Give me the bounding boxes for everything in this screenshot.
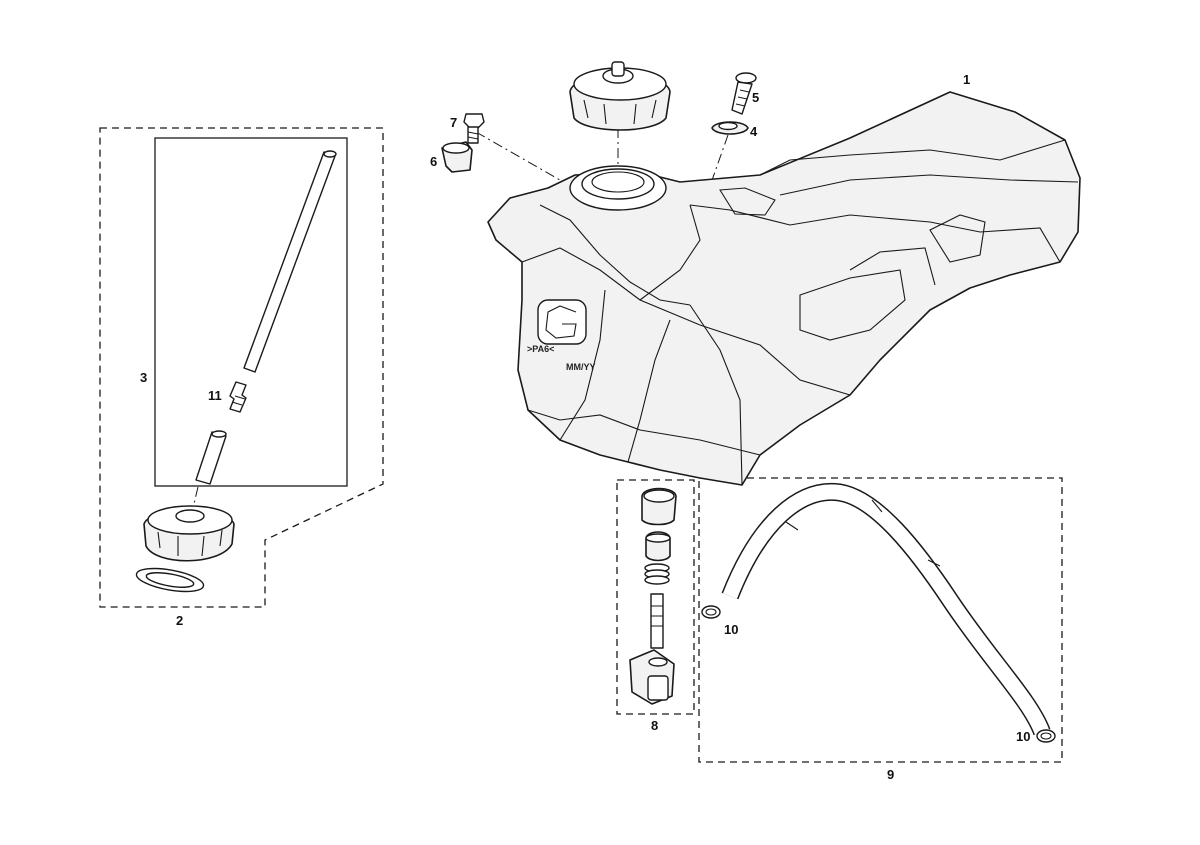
tank-material-marking: >PA6< (527, 344, 554, 354)
pump-flange (143, 505, 235, 562)
callout-10-upper: 10 (724, 622, 738, 637)
tank-date-code-marking: MM/YY (566, 362, 596, 372)
callout-2: 2 (176, 613, 183, 628)
pickup-fitting (229, 381, 247, 413)
group-box-9 (698, 477, 1063, 763)
callout-7: 7 (450, 115, 457, 130)
fuel-tank: >PA6< MM/YY (487, 91, 1081, 486)
grommet (711, 121, 749, 135)
bushing (441, 141, 473, 173)
filler-cap (569, 61, 671, 131)
group-box-2 (99, 127, 384, 608)
callout-4: 4 (750, 124, 758, 139)
fuel-tap-assembly (629, 487, 677, 705)
leader-grommet-to-tank (704, 134, 729, 201)
lower-hose (195, 430, 227, 485)
pickup-tube (243, 150, 337, 373)
callout-10-lower: 10 (1016, 729, 1030, 744)
hose-clamp-upper (701, 605, 721, 619)
o-ring-seal (135, 567, 205, 593)
group-box-8 (616, 479, 695, 715)
callout-5: 5 (752, 90, 759, 105)
bolt (463, 113, 485, 144)
hose-clamp-lower (1036, 729, 1056, 743)
callout-9: 9 (887, 767, 894, 782)
callout-1: 1 (963, 72, 970, 87)
callout-8: 8 (651, 718, 658, 733)
callout-6: 6 (430, 154, 437, 169)
group-box-3 (154, 137, 348, 487)
callout-3: 3 (140, 370, 147, 385)
screw (731, 72, 757, 115)
callout-11: 11 (208, 388, 222, 403)
leader-bolt-to-tank (475, 131, 561, 181)
fuel-hose (721, 482, 1051, 736)
